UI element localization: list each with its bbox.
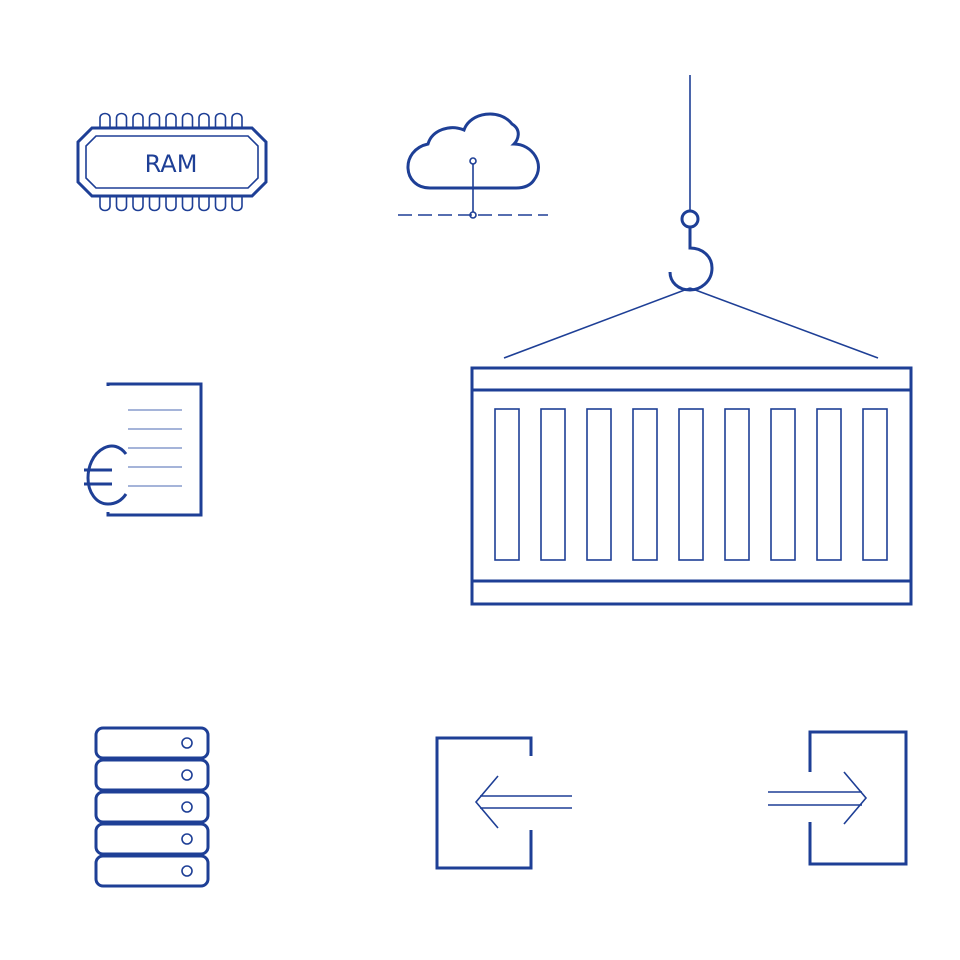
ram-label: RAM	[145, 150, 198, 178]
ram-pin	[198, 196, 210, 212]
container-rib	[816, 408, 842, 561]
cloud-network-icon	[398, 112, 548, 219]
server-led	[181, 737, 193, 749]
ram-chip-icon: RAM	[76, 112, 268, 212]
server-led	[181, 801, 193, 813]
container-ribs	[494, 408, 888, 561]
server-led	[181, 833, 193, 845]
server-unit	[94, 790, 210, 824]
ram-pin	[181, 196, 194, 212]
ram-pin	[165, 196, 177, 212]
export-arrow-icon	[768, 730, 908, 866]
server-led	[181, 769, 193, 781]
container-rib	[494, 408, 520, 561]
ram-pin	[99, 112, 111, 128]
ram-pin	[132, 196, 144, 212]
import-arrow-icon	[435, 736, 572, 870]
ram-pin	[181, 112, 194, 128]
container-rib	[862, 408, 888, 561]
euro-invoice-icon	[84, 382, 203, 517]
ram-pin	[231, 112, 243, 128]
ram-pin	[148, 196, 161, 212]
ram-pin	[115, 196, 128, 212]
server-unit	[94, 854, 210, 888]
ram-pin	[198, 112, 210, 128]
container-rib	[632, 408, 658, 561]
ram-pins-bottom	[99, 196, 243, 212]
ram-pin	[214, 112, 227, 128]
shipping-container-crane-icon	[470, 75, 913, 606]
container-rib	[724, 408, 750, 561]
ram-pin	[132, 112, 144, 128]
ram-pin	[214, 196, 227, 212]
container-rib	[540, 408, 566, 561]
server-stack-icon	[94, 726, 210, 888]
ram-pin	[165, 112, 177, 128]
ram-pins-top	[99, 112, 243, 128]
ram-pin	[115, 112, 128, 128]
container-rib	[770, 408, 796, 561]
ram-pin	[231, 196, 243, 212]
ram-pin	[99, 196, 111, 212]
ram-pin	[148, 112, 161, 128]
server-unit	[94, 822, 210, 856]
container-rib	[678, 408, 704, 561]
server-unit	[94, 758, 210, 792]
container-rib	[586, 408, 612, 561]
server-unit	[94, 726, 210, 760]
server-led	[181, 865, 193, 877]
